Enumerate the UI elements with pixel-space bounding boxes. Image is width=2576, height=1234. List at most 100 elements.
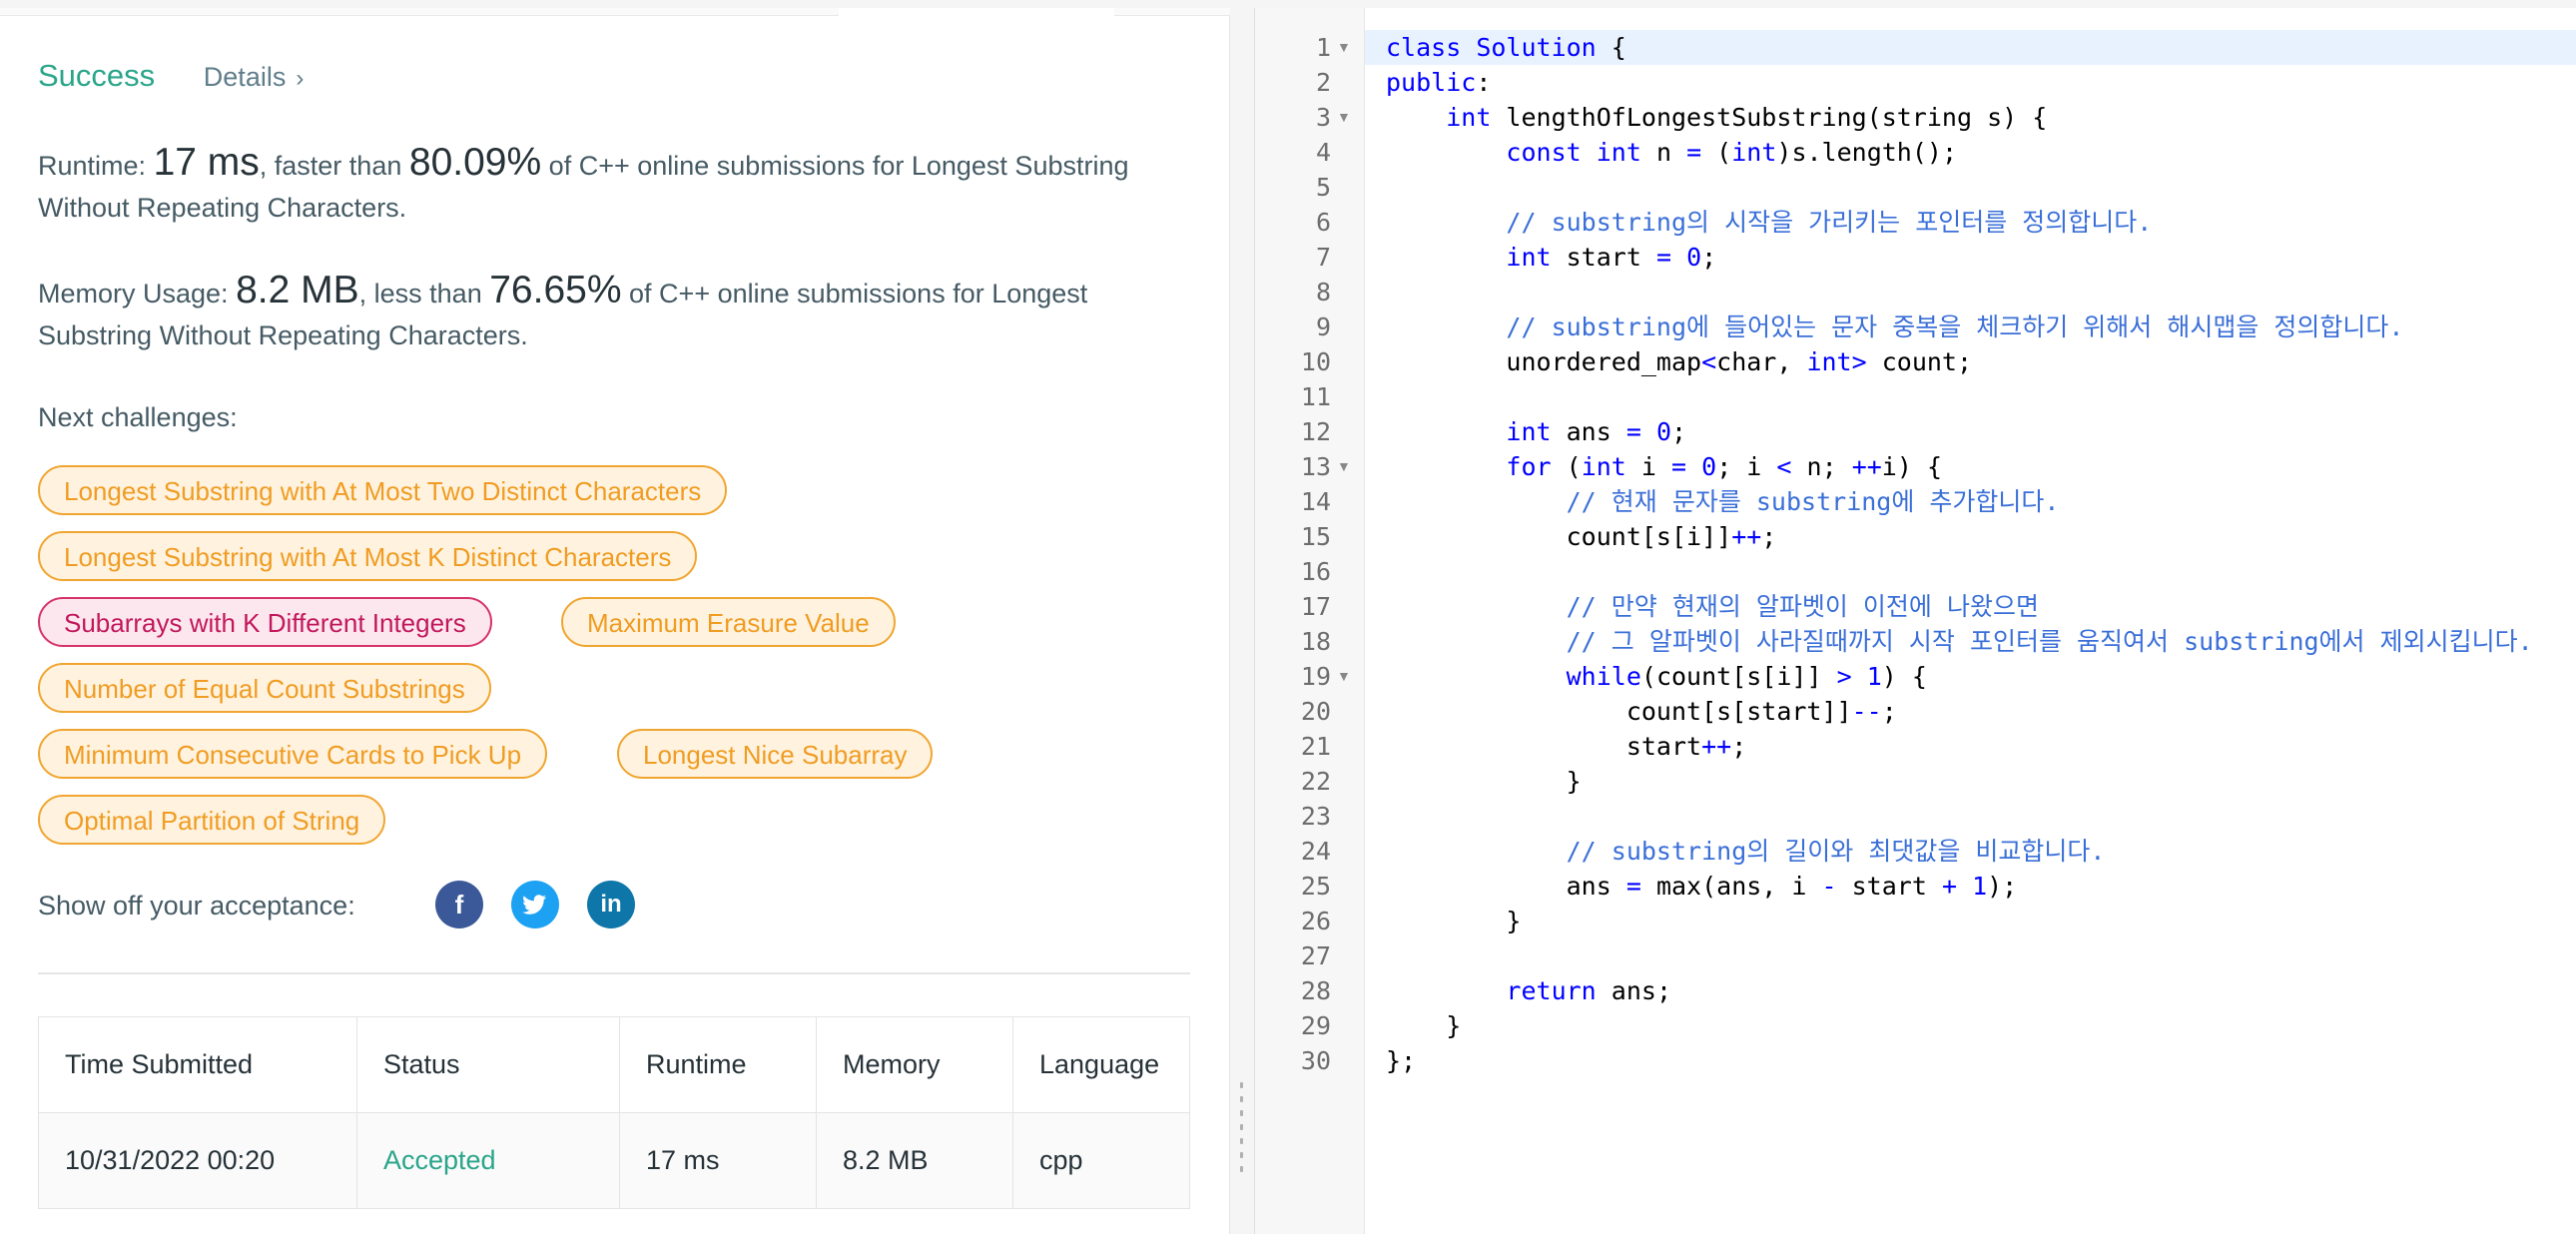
fold-arrow-icon[interactable]: ▼ xyxy=(1337,39,1351,55)
column-header: Time Submitted xyxy=(38,1016,357,1113)
details-link[interactable]: Details › xyxy=(204,62,305,92)
code-line[interactable]: int start = 0; xyxy=(1506,243,1717,272)
line-number: 29 xyxy=(1300,1011,1331,1040)
fold-arrow-icon[interactable]: ▼ xyxy=(1337,668,1351,684)
code-line[interactable]: } xyxy=(1386,767,1582,796)
challenge-label: Longest Substring with At Most K Distinc… xyxy=(64,542,672,572)
status-line: Success Details › xyxy=(38,58,304,94)
chevron-right-icon: › xyxy=(296,65,305,92)
runtime-value: 17 ms xyxy=(153,141,260,184)
line-number: 13 xyxy=(1300,452,1331,481)
linkedin-icon[interactable]: in xyxy=(587,881,635,928)
fold-arrow-icon[interactable]: ▼ xyxy=(1337,109,1351,125)
challenge-chip[interactable]: Maximum Erasure Value xyxy=(561,597,896,647)
resize-grip-dot xyxy=(1240,1096,1243,1102)
next-challenges-label: Next challenges: xyxy=(38,402,238,432)
code-line[interactable]: unordered_map<char, int> count; xyxy=(1386,347,1973,376)
code-line[interactable]: }; xyxy=(1386,1046,1417,1075)
line-number: 7 xyxy=(1315,243,1331,272)
details-label: Details xyxy=(203,62,287,92)
line-number: 6 xyxy=(1315,208,1331,237)
line-number: 26 xyxy=(1300,907,1331,935)
line-number: 1 xyxy=(1315,33,1331,62)
code-line[interactable]: while(count[s[i]] > 1) { xyxy=(1566,662,1927,691)
table-row[interactable]: 10/31/2022 00:20 Accepted 17 ms 8.2 MB c… xyxy=(38,1112,1190,1209)
code-line[interactable]: count[s[start]]--; xyxy=(1386,697,1897,726)
line-number: 30 xyxy=(1300,1046,1331,1075)
submission-history-table: Time Submitted Status Runtime Memory Lan… xyxy=(38,1016,1190,1209)
challenge-chip[interactable]: Longest Substring with At Most K Distinc… xyxy=(38,531,698,581)
resize-grip-dot xyxy=(1240,1124,1243,1130)
runtime-middle: , faster than xyxy=(259,151,402,181)
code-line[interactable]: const int n = (int)s.length(); xyxy=(1506,138,1958,167)
memory-suffix: of C++ online submissions for Longest Su… xyxy=(38,279,1088,350)
line-number: 11 xyxy=(1300,382,1331,411)
code-line[interactable]: public: xyxy=(1386,68,1492,97)
code-line[interactable]: // substring의 길이와 최댓값을 비교합니다. xyxy=(1566,837,2106,866)
challenge-label: Maximum Erasure Value xyxy=(587,608,870,638)
line-number: 20 xyxy=(1300,697,1331,726)
line-number: 8 xyxy=(1315,278,1331,307)
code-line[interactable]: } xyxy=(1386,1011,1462,1040)
challenge-chip[interactable]: Longest Substring with At Most Two Disti… xyxy=(38,465,728,515)
language-cell: cpp xyxy=(1012,1112,1190,1209)
runtime-label: Runtime: xyxy=(38,151,147,181)
code-line[interactable]: int lengthOfLongestSubstring(string s) { xyxy=(1446,103,2048,132)
challenge-chip[interactable]: Number of Equal Count Substrings xyxy=(38,663,491,713)
twitter-icon[interactable] xyxy=(511,881,559,928)
memory-middle: , less than xyxy=(358,279,482,308)
submission-result-panel: Success Details› Runtime: 17 ms, faster … xyxy=(0,8,1230,1234)
code-line[interactable]: // substring의 시작을 가리키는 포인터를 정의합니다. xyxy=(1506,208,2153,237)
memory-label: Memory Usage: xyxy=(38,279,229,308)
code-line[interactable]: ans = max(ans, i - start + 1); xyxy=(1386,872,2018,901)
line-number: 2 xyxy=(1315,68,1331,97)
resize-grip-dot xyxy=(1240,1138,1243,1144)
code-line[interactable]: for (int i = 0; i < n; ++i) { xyxy=(1506,452,1943,481)
memory-stat: Memory Usage: 8.2 MB, less than 76.65% o… xyxy=(38,270,1190,356)
challenge-chip[interactable]: Longest Nice Subarray xyxy=(617,729,934,779)
fold-arrow-icon[interactable]: ▼ xyxy=(1337,458,1351,474)
line-number: 3 xyxy=(1315,103,1331,132)
challenge-chip[interactable]: Subarrays with K Different Integers xyxy=(38,597,492,647)
line-number: 28 xyxy=(1300,976,1331,1005)
resize-grip-dot xyxy=(1240,1110,1243,1116)
twitter-bird-glyph xyxy=(522,895,546,915)
challenge-chip[interactable]: Optimal Partition of String xyxy=(38,795,386,845)
line-number: 21 xyxy=(1300,732,1331,761)
challenge-label: Number of Equal Count Substrings xyxy=(64,674,465,704)
status-accepted-link[interactable]: Accepted xyxy=(356,1112,620,1209)
runtime-cell: 17 ms xyxy=(619,1112,817,1209)
column-header: Language xyxy=(1012,1016,1190,1113)
line-number: 22 xyxy=(1300,767,1331,796)
divider xyxy=(38,972,1190,974)
code-line[interactable]: // 그 알파벳이 사라질때까지 시작 포인터를 움직여서 substring에… xyxy=(1566,627,2533,656)
facebook-icon[interactable]: f xyxy=(435,881,483,928)
code-line[interactable]: // 만약 현재의 알파벳이 이전에 나왔으면 xyxy=(1566,592,2039,621)
line-number: 9 xyxy=(1315,312,1331,341)
line-number: 4 xyxy=(1315,138,1331,167)
code-line[interactable]: count[s[i]]++; xyxy=(1386,522,1777,551)
code-line[interactable]: // 현재 문자를 substring에 추가합니다. xyxy=(1566,487,2060,516)
line-number: 17 xyxy=(1300,592,1331,621)
active-tab[interactable] xyxy=(839,8,1114,17)
share-label: Show off your acceptance: xyxy=(38,891,355,921)
challenge-label: Longest Nice Subarray xyxy=(643,740,908,770)
code-line[interactable]: return ans; xyxy=(1506,976,1671,1005)
runtime-stat: Runtime: 17 ms, faster than 80.09% of C+… xyxy=(38,142,1190,229)
code-line[interactable]: int ans = 0; xyxy=(1506,417,1687,446)
panel-resize-handle[interactable] xyxy=(1230,0,1254,1234)
line-number: 15 xyxy=(1300,522,1331,551)
code-line[interactable]: start++; xyxy=(1386,732,1747,761)
code-line[interactable]: // substring에 들어있는 문자 중복을 체크하기 위해서 해시맵을 … xyxy=(1506,312,2404,341)
top-tab-strip xyxy=(0,8,1230,16)
column-header: Runtime xyxy=(619,1016,817,1113)
challenge-chip[interactable]: Minimum Consecutive Cards to Pick Up xyxy=(38,729,548,779)
line-number: 14 xyxy=(1300,487,1331,516)
column-header: Status xyxy=(356,1016,620,1113)
code-line[interactable]: } xyxy=(1386,907,1522,935)
code-line[interactable]: class Solution { xyxy=(1386,33,1626,62)
line-number: 19 xyxy=(1300,662,1331,691)
status-success-label: Success xyxy=(38,58,156,93)
memory-cell: 8.2 MB xyxy=(816,1112,1013,1209)
